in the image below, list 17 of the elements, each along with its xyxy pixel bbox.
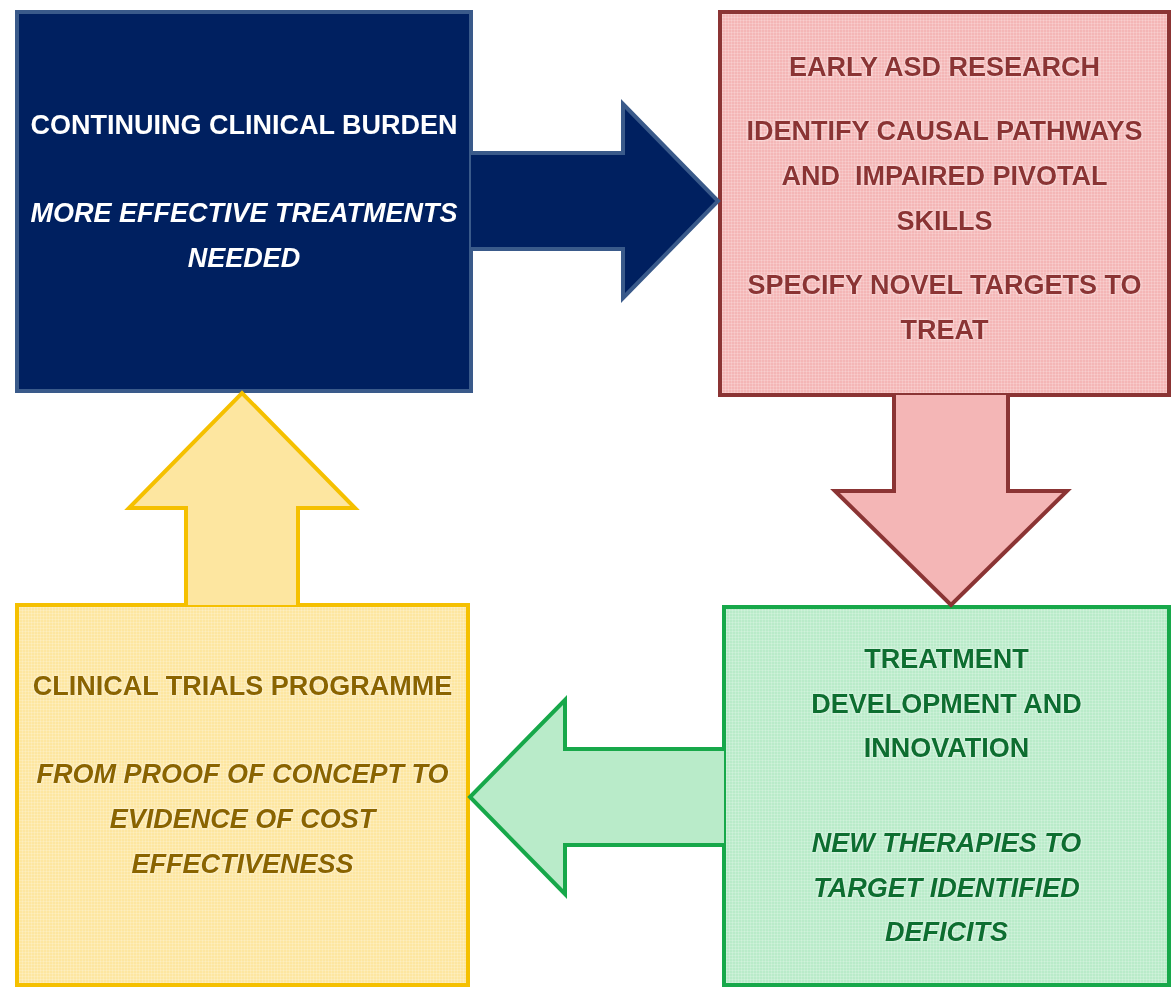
process-box — [15, 10, 473, 393]
box-heading: EARLY ASD RESEARCH — [788, 50, 1101, 84]
box-text: SPECIFY NOVEL TARGETS TO TREAT — [746, 269, 1143, 347]
box-text: IDENTIFY CAUSAL PATHWAYS AND IMPAIRED PIVOTAL SKILLS — [745, 115, 1144, 238]
process-box — [722, 605, 1171, 987]
process-box — [15, 603, 470, 987]
box-heading: CONTINUING CLINICAL BURDEN — [30, 108, 458, 142]
box-text: MORE EFFECTIVE TREATMENTS NEEDED — [29, 197, 459, 275]
block-arrow — [124, 390, 360, 607]
box-text: NEW THERAPIES TO TARGET IDENTIFIED DEFICITS — [810, 827, 1083, 950]
block-arrow — [469, 99, 721, 303]
block-arrow — [467, 695, 726, 899]
box-text: FROM PROOF OF CONCEPT TO EVIDENCE OF COST EFFECTIVENESS — [35, 758, 450, 881]
block-arrow — [830, 393, 1072, 608]
box-heading: TREATMENT DEVELOPMENT AND INNOVATION — [810, 643, 1083, 766]
box-heading: CLINICAL TRIALS PROGRAMME — [32, 669, 453, 703]
process-box — [718, 10, 1171, 397]
